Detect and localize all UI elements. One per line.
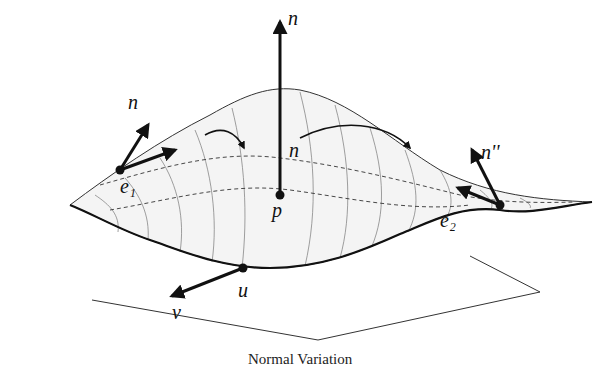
- surface-grid: [95, 92, 531, 268]
- plane: [92, 256, 540, 340]
- normal-label: n: [128, 92, 138, 112]
- vectors: [120, 22, 500, 296]
- dashed-curves: [100, 156, 575, 210]
- flow-arrows: [205, 125, 410, 148]
- point-label: p: [272, 200, 282, 220]
- caption: Normal Variation: [248, 352, 352, 367]
- vector-label: e₂: [440, 210, 456, 230]
- front-curve: [70, 202, 592, 268]
- surface: [70, 89, 592, 268]
- points: [116, 166, 505, 273]
- vector-label: e₁: [120, 176, 136, 196]
- vector-label: v: [172, 302, 181, 322]
- point-label: u: [238, 280, 248, 300]
- normal-label: n'': [481, 142, 500, 162]
- normal-label: n: [289, 140, 299, 160]
- normal-label: n: [288, 8, 298, 28]
